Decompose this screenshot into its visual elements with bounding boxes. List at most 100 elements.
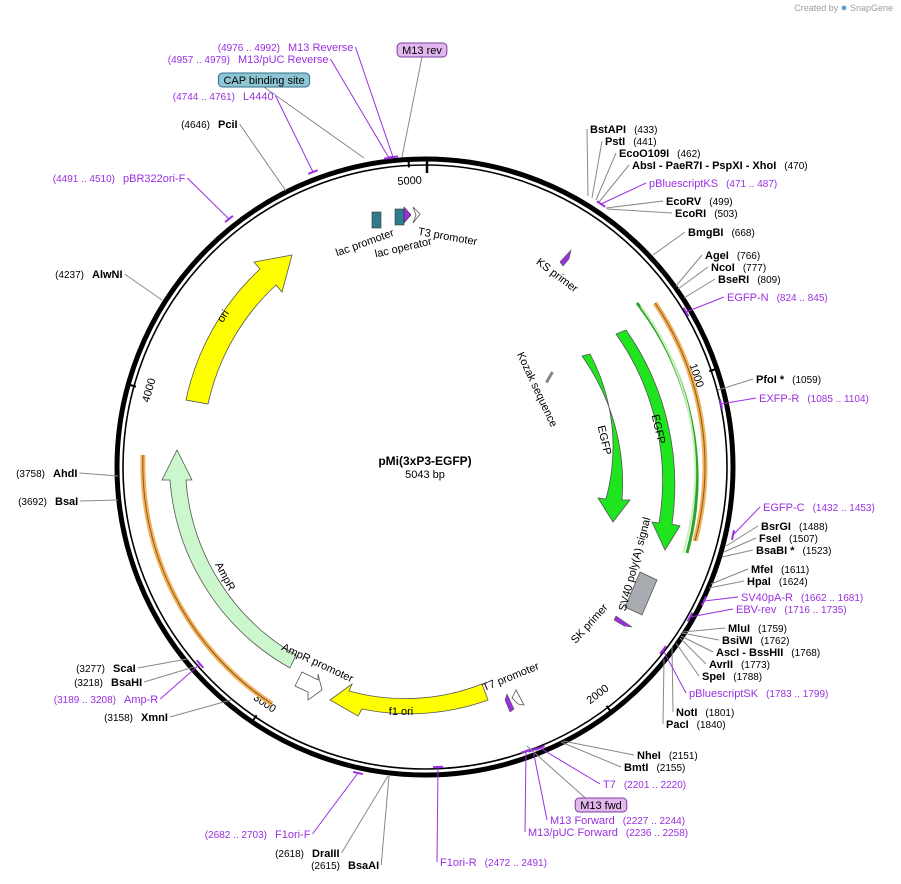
enzyme-ncoi[interactable]: NcoI(777) — [711, 262, 766, 274]
primer-name-ampr: Amp-R — [124, 694, 158, 706]
leader-m13pucf — [524, 750, 527, 833]
enzyme-alwni[interactable]: AlwNI(4237) — [55, 269, 122, 281]
primer-m13rev2[interactable]: M13 Reverse(4976 .. 4992) — [218, 42, 354, 54]
primer-site-exfpr — [718, 398, 724, 410]
leader-pblueks — [600, 182, 647, 205]
enzyme-psti[interactable]: PstI(441) — [605, 136, 657, 148]
enzyme-nhei[interactable]: NheI(2151) — [637, 750, 698, 762]
enzyme-ecorv[interactable]: EcoRV(499) — [666, 196, 733, 208]
enzyme-mfei[interactable]: MfeI(1611) — [751, 564, 809, 576]
enzyme-xmni[interactable]: XmnI(3158) — [104, 712, 168, 724]
enzyme-name-bmgbi: BmgBI — [688, 227, 723, 239]
primer-t7[interactable]: T7(2201 .. 2220) — [603, 779, 686, 791]
enzyme-bsahi[interactable]: BsaHI(3218) — [74, 677, 142, 689]
enzyme-ahdi[interactable]: AhdI(3758) — [16, 468, 77, 480]
enzyme-pos-bsrgi: (1488) — [799, 522, 828, 533]
primer-name-m13pucf: M13/pUC Forward — [528, 827, 618, 839]
egfp-feature-1 — [581, 353, 631, 523]
leader-ecorv — [605, 200, 664, 209]
primer-pos-ebvrev: (1716 .. 1735) — [784, 605, 846, 616]
enzyme-ecoo109i[interactable]: EcoO109I(462) — [619, 148, 701, 160]
tick-label-3: 4000 — [140, 377, 158, 404]
primer-sv40par[interactable]: SV40pA-R(1662 .. 1681) — [741, 592, 863, 604]
enzyme-bstapi[interactable]: BstAPI(433) — [590, 124, 657, 136]
enzyme-name-ecorv: EcoRV — [666, 196, 702, 208]
enzyme-name-asci: AscI - BssHII — [716, 647, 783, 659]
leader-bseri — [683, 278, 716, 299]
leader-pbr322 — [187, 177, 230, 220]
primer-ampr[interactable]: Amp-R(3189 .. 3208) — [54, 694, 159, 706]
enzyme-agei[interactable]: AgeI(766) — [705, 250, 760, 262]
enzyme-bmti[interactable]: BmtI(2155) — [624, 762, 685, 774]
primer-egfpn[interactable]: EGFP-N(824 .. 845) — [727, 292, 828, 304]
leader-badge-capsite — [263, 86, 365, 159]
enzyme-pos-drai: (2618) — [275, 849, 304, 860]
enzyme-name-bsahi: BsaHI — [111, 677, 142, 689]
primer-m13pucf[interactable]: M13/pUC Forward(2236 .. 2258) — [528, 827, 688, 839]
primer-f1orir[interactable]: F1ori-R(2472 .. 2491) — [440, 857, 547, 869]
enzyme-pos-nhei: (2151) — [669, 751, 698, 762]
enzyme-pos-ecori: (503) — [714, 209, 737, 220]
enzyme-bsiwi[interactable]: BsiWI(1762) — [722, 635, 789, 647]
enzyme-bmgbi[interactable]: BmgBI(668) — [688, 227, 755, 239]
enzyme-pfoi[interactable]: PfoI *(1059) — [756, 374, 821, 386]
snapgene-logo-icon: ● — [840, 2, 848, 14]
enzyme-mlui[interactable]: MluI(1759) — [728, 623, 787, 635]
enzyme-absi[interactable]: AbsI - PaeR7I - PspXI - XhoI(470) — [632, 160, 808, 172]
leader-fsei — [723, 537, 757, 553]
primer-site-l4440 — [307, 169, 319, 175]
enzyme-bsaai[interactable]: BsaAI(2615) — [311, 860, 379, 872]
primer-exfpr[interactable]: EXFP-R(1085 .. 1104) — [759, 393, 869, 405]
primer-m13puc[interactable]: M13/pUC Reverse(4957 .. 4979) — [168, 54, 329, 66]
primer-pos-l4440: (4744 .. 4761) — [173, 92, 235, 103]
leader-lines — [79, 46, 761, 866]
enzyme-pos-ecoo109i: (462) — [677, 149, 700, 160]
enzyme-drai[interactable]: DraIII (2618) — [275, 848, 339, 860]
primer-pbr322[interactable]: pBR322ori-F(4491 .. 4510) — [53, 173, 186, 185]
enzyme-name-psti: PstI — [605, 136, 625, 148]
enzyme-hpai[interactable]: HpaI(1624) — [747, 576, 808, 588]
primer-pos-m13fwd2: (2227 .. 2244) — [623, 816, 685, 827]
leader-ebvrev — [689, 608, 734, 618]
primer-pbluesk[interactable]: pBluescriptSK(1783 .. 1799) — [689, 688, 828, 700]
primer-m13fwd2[interactable]: M13 Forward(2227 .. 2244) — [550, 815, 685, 827]
tick-mark-2 — [251, 714, 258, 722]
enzyme-bsrgi[interactable]: BsrGI(1488) — [761, 521, 828, 533]
tick-label-2: 3000 — [251, 692, 278, 716]
credit-text: Created by — [794, 3, 839, 13]
enzyme-name-noti: NotI — [676, 707, 697, 719]
primer-l4440[interactable]: L4440(4744 .. 4761) — [173, 91, 274, 103]
enzyme-name-mfei: MfeI — [751, 564, 773, 576]
badge-capsite[interactable]: CAP binding site — [217, 72, 311, 88]
primer-pos-f1orir: (2472 .. 2491) — [485, 858, 547, 869]
enzyme-ecori[interactable]: EcoRI (503) — [675, 208, 738, 220]
enzyme-avrii[interactable]: AvrII(1773) — [709, 659, 770, 671]
primer-pblueks[interactable]: pBluescriptKS(471 .. 487) — [649, 178, 777, 190]
primer-egfpc[interactable]: EGFP-C(1432 .. 1453) — [763, 502, 875, 514]
primer-ebvrev[interactable]: EBV-rev(1716 .. 1735) — [736, 604, 847, 616]
leader-bstapi — [586, 128, 589, 197]
enzyme-fsei[interactable]: FseI(1507) — [759, 533, 818, 545]
leader-bsahi — [144, 666, 195, 683]
enzyme-bsai[interactable]: BsaI(3692) — [18, 496, 78, 508]
enzyme-scai[interactable]: ScaI(3277) — [76, 663, 136, 675]
badge-m13fwd[interactable]: M13 fwd — [574, 797, 628, 813]
primer-f1orif[interactable]: F1ori-F(2682 .. 2703) — [205, 829, 311, 841]
leader-ecori — [606, 208, 673, 214]
enzyme-name-ecori: EcoRI — [675, 208, 706, 220]
enzyme-pcii[interactable]: PciI(4646) — [181, 119, 237, 131]
enzyme-name-drai: DraIII — [312, 848, 340, 860]
badge-m13rev[interactable]: M13 rev — [396, 42, 448, 58]
enzyme-pos-absi: (470) — [784, 161, 807, 172]
enzyme-noti[interactable]: NotI(1801) — [676, 707, 734, 719]
leader-pcii — [239, 123, 287, 192]
enzyme-spei[interactable]: SpeI(1788) — [702, 671, 762, 683]
enzyme-bseri[interactable]: BseRI(809) — [718, 274, 781, 286]
enzyme-paci[interactable]: PacI(1840) — [666, 719, 726, 731]
leader-sv40par — [703, 596, 739, 602]
enzyme-asci[interactable]: AscI - BssHII(1768) — [716, 647, 820, 659]
leader-m13puc — [330, 58, 390, 159]
enzyme-bsabi[interactable]: BsaBI *(1523) — [756, 545, 831, 557]
enzyme-pos-alwni: (4237) — [55, 270, 84, 281]
